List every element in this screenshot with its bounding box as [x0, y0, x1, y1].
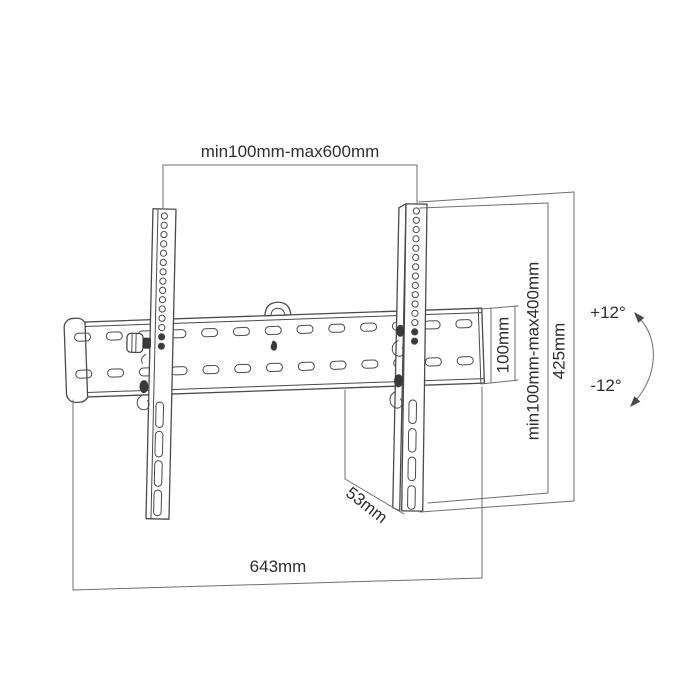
- plate-width-label: 643mm: [250, 557, 307, 576]
- plate-height-label: 100mm: [493, 317, 512, 374]
- bracket-height-label: 425mm: [549, 323, 568, 380]
- dimension-vesa-height: min100mm-max400mm: [419, 202, 549, 504]
- bracket-left-holes: [157, 212, 168, 350]
- wall-plate: [63, 301, 486, 404]
- latch-hook-right-lower: [389, 374, 404, 409]
- latch-hook-left: [136, 380, 150, 411]
- bracket-right-slots: [407, 399, 418, 510]
- tilt-range-indicator: +12° -12°: [590, 303, 654, 407]
- dimension-plate-height: 100mm: [480, 305, 519, 385]
- depth-label: 53mm: [342, 483, 391, 527]
- keyhole-mark: [270, 340, 278, 351]
- bracket-right-holes: [410, 207, 421, 345]
- hook-detail-inner: [270, 307, 286, 317]
- bracket-left-fold-line: [150, 208, 159, 520]
- tilt-knob: [126, 332, 152, 365]
- hook-detail: [264, 301, 292, 317]
- tilt-arrowhead-down: [630, 396, 641, 407]
- tv-bracket-left: [126, 208, 177, 520]
- plate-end-fold-line: [477, 307, 482, 384]
- mount-width-label: min100mm-max600mm: [201, 142, 380, 161]
- tilt-arc-arrow: [635, 318, 654, 401]
- tv-bracket-right: [389, 203, 428, 512]
- latch-hook-right-upper: [391, 324, 405, 357]
- bracket-right-face: [401, 203, 428, 512]
- tilt-arrowhead-up: [634, 312, 645, 323]
- dimension-mount-width: min100mm-max600mm: [162, 142, 418, 210]
- vesa-height-label: min100mm-max400mm: [523, 262, 542, 441]
- bracket-left-slots: [153, 401, 165, 517]
- tilt-up-label: +12°: [590, 303, 626, 322]
- dimension-plate-width: 643mm: [72, 386, 483, 591]
- bracket-left-face: [145, 208, 177, 520]
- dimension-bracket-height: 425mm: [418, 191, 575, 513]
- tilt-down-label: -12°: [590, 376, 621, 395]
